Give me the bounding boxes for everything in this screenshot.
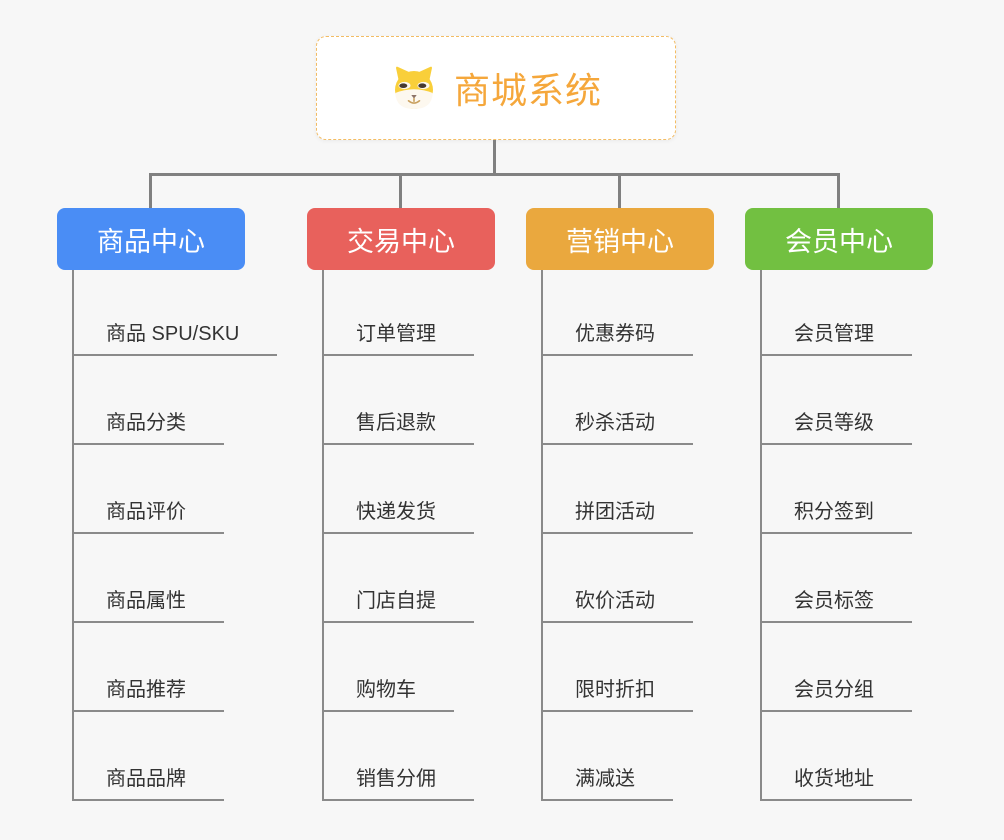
connector-root-stem: [493, 140, 496, 174]
mindmap-node[interactable]: 秒杀活动: [541, 409, 693, 445]
mindmap-node[interactable]: 售后退款: [322, 409, 474, 445]
mindmap-node[interactable]: 商品推荐: [72, 676, 224, 712]
mindmap-node[interactable]: 购物车: [322, 676, 454, 712]
mindmap-node[interactable]: 订单管理: [322, 320, 474, 356]
mindmap-node[interactable]: 满减送: [541, 765, 673, 801]
mindmap-node[interactable]: 商品属性: [72, 587, 224, 623]
branch-node[interactable]: 会员中心: [745, 208, 933, 270]
mindmap-node[interactable]: 砍价活动: [541, 587, 693, 623]
connector-drop: [837, 173, 840, 210]
mindmap-node[interactable]: 拼团活动: [541, 498, 693, 534]
branch-child-line: [322, 270, 324, 800]
branch-node[interactable]: 营销中心: [526, 208, 714, 270]
branch-trade-center: 交易中心 订单管理 售后退款 快递发货 门店自提 购物车 销售分佣: [307, 208, 547, 828]
doge-icon: [394, 66, 433, 109]
branch-child-line: [541, 270, 543, 800]
branch-node[interactable]: 交易中心: [307, 208, 495, 270]
connector-drop: [618, 173, 621, 210]
mindmap-node[interactable]: 优惠券码: [541, 320, 693, 356]
mindmap-node[interactable]: 会员等级: [760, 409, 912, 445]
branch-node[interactable]: 商品中心: [57, 208, 245, 270]
mindmap-node[interactable]: 商品品牌: [72, 765, 224, 801]
mindmap-node[interactable]: 快递发货: [322, 498, 474, 534]
mindmap-node[interactable]: 销售分佣: [322, 765, 474, 801]
mindmap-node[interactable]: 商品分类: [72, 409, 224, 445]
root-title: 商城系统: [453, 70, 602, 111]
mindmap-node[interactable]: 门店自提: [322, 587, 474, 623]
mindmap-node[interactable]: 会员标签: [760, 587, 912, 623]
mindmap-node[interactable]: 会员分组: [760, 676, 912, 712]
root-node[interactable]: 商城系统: [316, 36, 676, 140]
connector-drop: [149, 173, 152, 210]
branch-child-line: [72, 270, 74, 800]
connector-horizontal: [149, 173, 840, 176]
mindmap-node[interactable]: 限时折扣: [541, 676, 693, 712]
mindmap-node[interactable]: 商品 SPU/SKU: [72, 320, 278, 356]
mindmap-node[interactable]: 会员管理: [760, 320, 912, 356]
mindmap-node[interactable]: 积分签到: [760, 498, 912, 534]
branch-child-line: [760, 270, 762, 800]
branch-member-center: 会员中心 会员管理 会员等级 积分签到 会员标签 会员分组 收货地址: [745, 208, 985, 828]
branch-product-center: 商品中心 商品 SPU/SKU 商品分类 商品评价 商品属性 商品推荐 商品品牌: [57, 208, 297, 828]
connector-drop: [399, 173, 402, 210]
mindmap-node[interactable]: 商品评价: [72, 498, 224, 534]
branch-marketing-center: 营销中心 优惠券码 秒杀活动 拼团活动 砍价活动 限时折扣 满减送: [526, 208, 766, 828]
mindmap-node[interactable]: 收货地址: [760, 765, 912, 801]
